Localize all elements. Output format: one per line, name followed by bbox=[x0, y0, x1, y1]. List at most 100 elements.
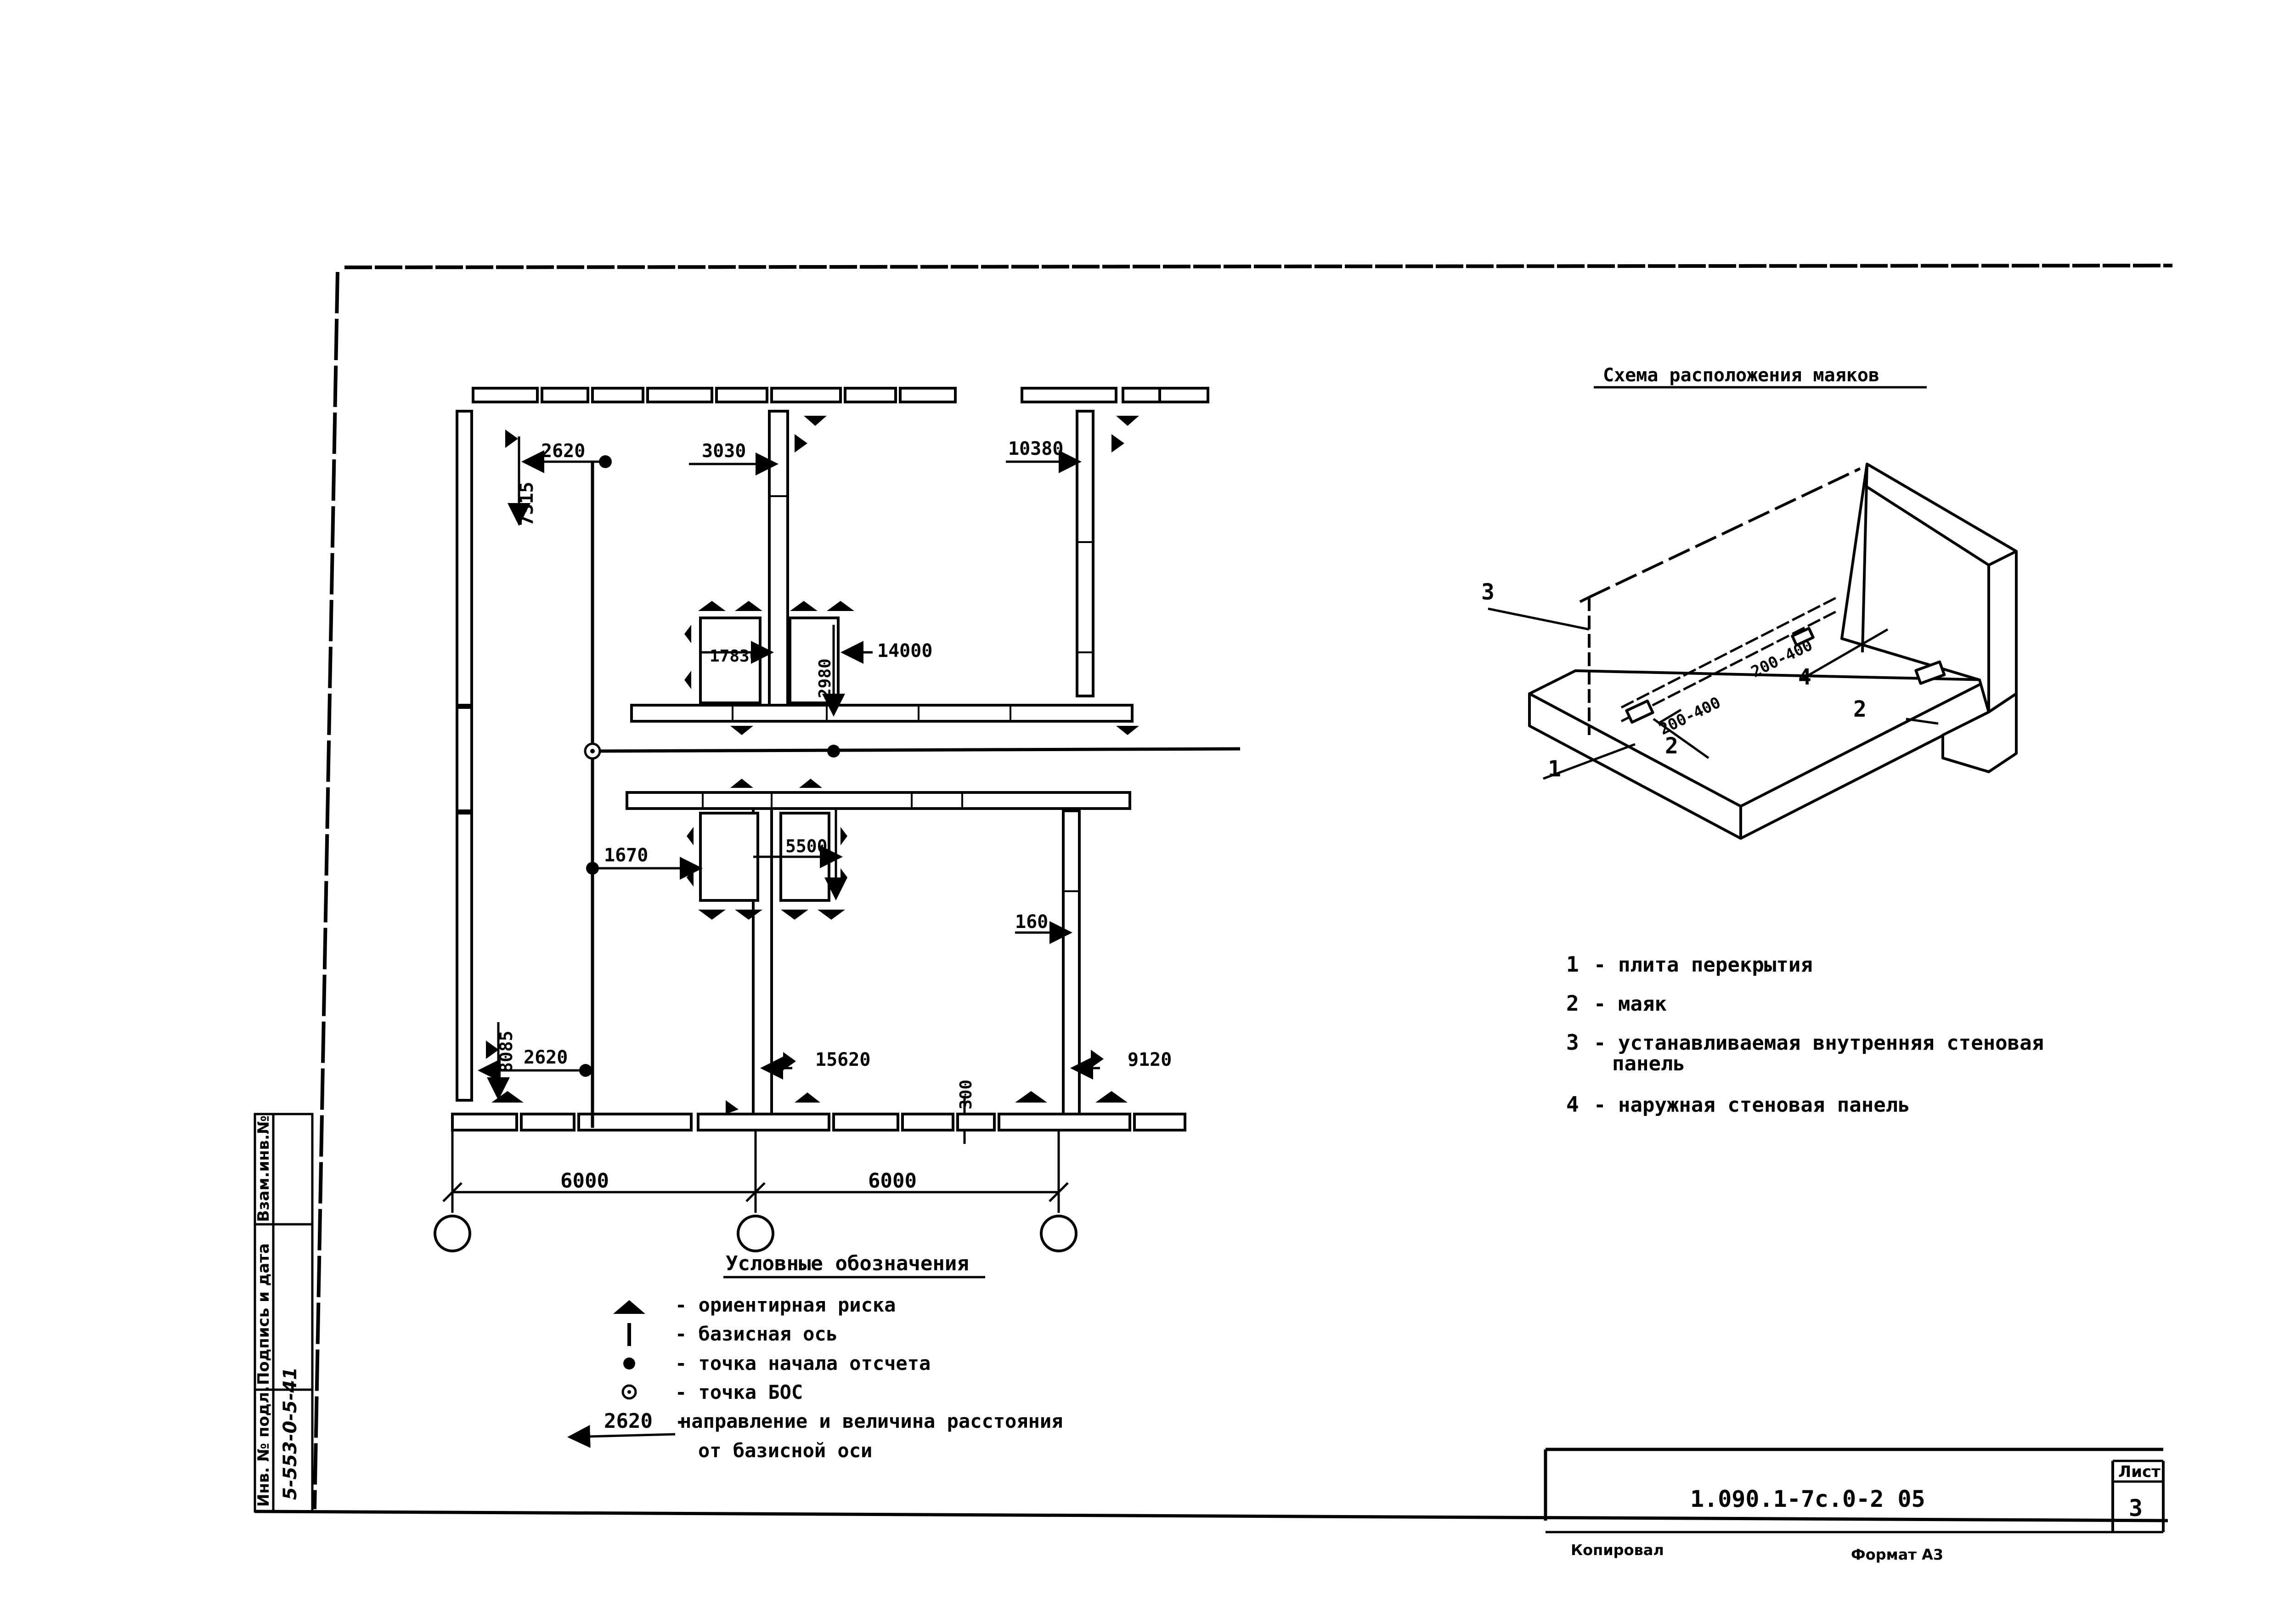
orientation-mark bbox=[505, 430, 518, 448]
orientation-mark bbox=[1091, 1050, 1104, 1068]
orientation-mark bbox=[735, 910, 762, 920]
reference-points bbox=[579, 455, 840, 1077]
dim-1670: 1670 bbox=[604, 845, 648, 866]
grid-axes bbox=[442, 1130, 1069, 1213]
sheet-frame bbox=[254, 264, 2173, 1522]
side-stamp-replace: Взам.инв.№ bbox=[254, 1115, 273, 1222]
dim-7315: 7315 bbox=[516, 482, 537, 526]
orientation-mark bbox=[799, 779, 822, 788]
reference-point bbox=[599, 455, 612, 468]
wall-joints bbox=[702, 495, 1093, 892]
scheme-item-2: - маяк bbox=[1594, 992, 1667, 1016]
legend-arrow-icon bbox=[567, 1425, 676, 1448]
legend-triangle-icon bbox=[613, 1300, 645, 1314]
legend-item-arrow: направление и величина расстояния bbox=[680, 1410, 1063, 1432]
callout-2a: 2 bbox=[1665, 733, 1678, 759]
sheet-number: 3 bbox=[2129, 1495, 2143, 1522]
scheme-item-4: - наружная стеновая панель bbox=[1594, 1093, 1910, 1117]
orientation-mark bbox=[684, 625, 691, 643]
axis-bubble bbox=[1040, 1215, 1077, 1252]
side-stamp-inv-value: 5-553-0-5-41 bbox=[280, 1367, 301, 1500]
dim-10380: 10380 bbox=[1008, 438, 1063, 459]
sheet-format: Формат А3 bbox=[1851, 1546, 1943, 1563]
legend-item-axis: - базисная ось bbox=[675, 1323, 838, 1345]
orientation-mark bbox=[735, 601, 762, 611]
span-left: 6000 bbox=[560, 1169, 609, 1193]
orientation-mark bbox=[698, 910, 726, 920]
scheme-title: Схема расположения маяков bbox=[1603, 365, 1879, 386]
scheme-item-3-num: 3 bbox=[1566, 1030, 1579, 1055]
orientation-mark bbox=[730, 726, 753, 735]
legend: Условные обозначения - ориентирная риска… bbox=[567, 1252, 1063, 1462]
dim-15620: 15620 bbox=[815, 1049, 870, 1070]
dim-2980: 2980 bbox=[816, 658, 835, 698]
base-axes bbox=[591, 462, 1241, 1128]
scheme-item-1: - плита перекрытия bbox=[1594, 953, 1813, 977]
legend-continuation: от базисной оси bbox=[698, 1439, 872, 1462]
callout-3: 3 bbox=[1481, 579, 1495, 605]
orientation-mark bbox=[491, 1091, 524, 1103]
callout-2b: 2 bbox=[1853, 696, 1867, 722]
legend-item-triangle: - ориентирная риска bbox=[675, 1294, 896, 1316]
orientation-mark bbox=[730, 779, 753, 788]
side-stamp-sign: Подпись и дата bbox=[254, 1243, 273, 1385]
orientation-mark bbox=[827, 601, 854, 611]
scheme-item-2-num: 2 bbox=[1566, 991, 1579, 1016]
dim-17830: 17830 bbox=[710, 647, 759, 666]
legend-item-dot: - точка начала отсчета bbox=[675, 1352, 931, 1375]
scheme-item-3-cont: панель bbox=[1612, 1052, 1685, 1075]
bos-point bbox=[584, 742, 601, 760]
dim-14000: 14000 bbox=[877, 640, 932, 662]
orientation-mark bbox=[698, 601, 726, 611]
orientation-mark bbox=[726, 1100, 739, 1114]
dim-9120: 9120 bbox=[1128, 1049, 1172, 1070]
orientation-mark bbox=[1015, 1091, 1047, 1103]
legend-arrow-value: 2620 bbox=[604, 1409, 653, 1433]
dim-300: 300 bbox=[957, 1080, 976, 1109]
document-code: 1.090.1-7с.0-2 05 bbox=[1690, 1486, 1925, 1512]
orientation-mark bbox=[1116, 726, 1139, 735]
beacon bbox=[1914, 660, 1946, 685]
support-block bbox=[1941, 692, 2018, 773]
orientation-mark bbox=[486, 1041, 499, 1059]
dim-8085: 8085 bbox=[496, 1030, 516, 1073]
title-block bbox=[1544, 1448, 2165, 1533]
callout-4: 4 bbox=[1798, 664, 1811, 690]
dim-5500: 5500 bbox=[785, 836, 828, 856]
orientation-mark bbox=[687, 868, 694, 887]
scheme-item-3: - устанавливаемая внутренняя стеновая bbox=[1594, 1031, 2044, 1055]
orientation-mark bbox=[795, 1092, 820, 1103]
beacon bbox=[1625, 699, 1654, 724]
orientation-mark bbox=[1116, 416, 1139, 426]
legend-circle-dot-center bbox=[627, 1390, 631, 1394]
legend-dot-icon bbox=[623, 1358, 635, 1369]
scheme-legend: 1 - плита перекрытия 2 - маяк 3 - устана… bbox=[1566, 952, 2044, 1117]
orientation-mark bbox=[781, 910, 808, 920]
orientation-mark bbox=[684, 671, 691, 689]
orientation-mark bbox=[841, 827, 847, 845]
orientation-marks bbox=[486, 416, 1139, 1114]
beacon bbox=[1791, 627, 1815, 647]
axis-bubble bbox=[434, 1215, 471, 1252]
orientation-mark bbox=[783, 1052, 796, 1070]
scheme-item-4-num: 4 bbox=[1566, 1092, 1579, 1117]
orientation-mark bbox=[790, 601, 818, 611]
orientation-mark bbox=[841, 868, 847, 887]
dim-3030: 3030 bbox=[702, 441, 746, 462]
scheme-item-1-num: 1 bbox=[1566, 952, 1579, 977]
span-right: 6000 bbox=[868, 1169, 917, 1193]
side-stamp-inv: Инв. № подл. bbox=[254, 1386, 273, 1507]
legend-dash: - bbox=[675, 1410, 687, 1432]
orientation-mark bbox=[687, 827, 694, 845]
inner-wall-panel bbox=[1588, 467, 1861, 599]
dimension-arrows bbox=[478, 436, 1100, 1144]
floor-slab bbox=[1528, 669, 1990, 840]
reference-point bbox=[827, 745, 840, 758]
orientation-mark bbox=[818, 910, 845, 920]
axis-bubble bbox=[737, 1215, 774, 1252]
legend-item-circle-dot: - точка БОС bbox=[675, 1381, 803, 1403]
plan-dimension-labels: 2620 7315 3030 10380 17830 2980 14000 16… bbox=[496, 438, 1172, 1109]
callout-1: 1 bbox=[1548, 756, 1561, 782]
scheme-leaders bbox=[1488, 607, 1939, 780]
